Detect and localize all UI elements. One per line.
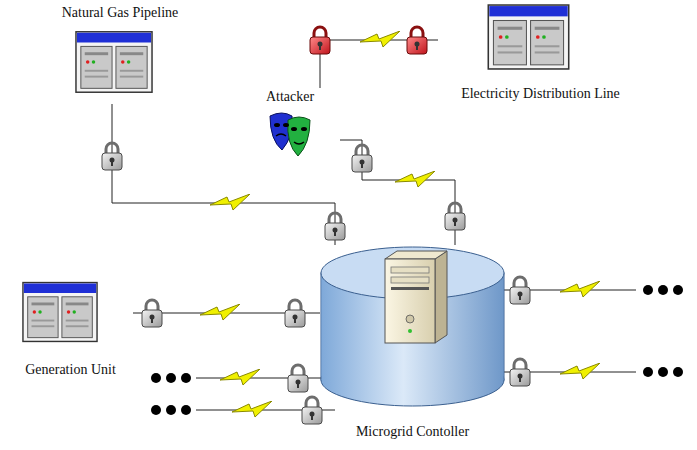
node-label: Electricity Distribution Line: [459, 85, 622, 102]
mask-icon: [268, 110, 312, 160]
network-link: [112, 104, 335, 245]
server-icon: [456, 4, 601, 70]
gas-pipeline-node: Natural Gas Pipeline: [45, 4, 195, 104]
node-label: Microgrid Contoller: [354, 423, 471, 440]
network-link: [340, 140, 455, 245]
cylinder-icon: [320, 245, 505, 410]
node-label: Natural Gas Pipeline: [60, 4, 181, 21]
microgrid-controller-node: Microgrid Contoller: [320, 245, 505, 440]
node-label: Generation Unit: [23, 361, 118, 378]
distribution-line-node: Electricity Distribution Line: [438, 2, 643, 102]
attacker-node: Attacker: [240, 88, 340, 164]
server-icon: [75, 30, 153, 94]
node-label: Attacker: [264, 88, 316, 105]
server-icon: [22, 280, 98, 344]
generation-unit-node: Generation Unit: [8, 278, 133, 378]
